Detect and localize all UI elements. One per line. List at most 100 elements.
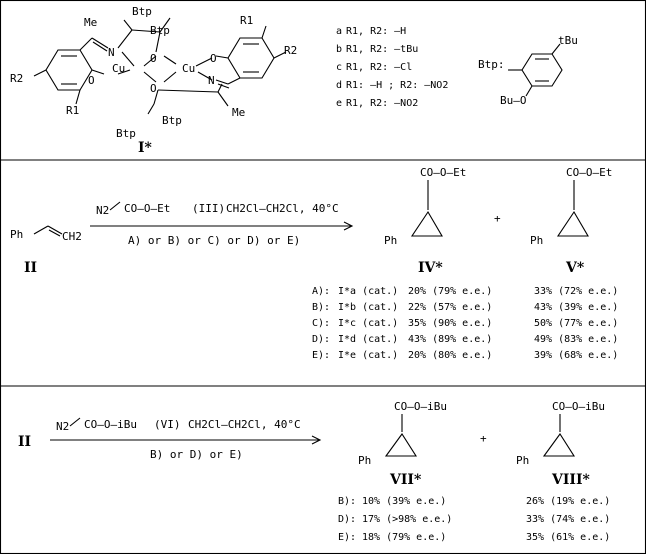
row-catalyst: I*d (cat.) <box>338 334 398 345</box>
btp-label: Btp <box>116 127 136 140</box>
cyclopropane-ring <box>556 210 589 237</box>
substrate-ch2: CH2 <box>62 230 82 243</box>
substituent-text: R1: —H ; R2: —NO2 <box>346 80 448 91</box>
btp-definition: Btp: tBu Bu—O <box>478 34 578 107</box>
row-yield-v: 33% (72% e.e.) <box>534 286 618 297</box>
substituent-key: a <box>336 26 342 37</box>
me-label: Me <box>232 106 245 119</box>
product-label-viii: VIII* <box>551 472 591 488</box>
product-label-v: V* <box>565 260 585 276</box>
results-table-1: A): I*a (cat.) 20% (79% e.e.) 33% (72% e… <box>312 286 618 361</box>
substrate-ph: Ph <box>10 228 23 241</box>
row-yield-iv: 20% (79% e.e.) <box>408 286 492 297</box>
substrate-label: II <box>24 260 37 276</box>
btp-label: Btp <box>162 114 182 127</box>
reaction-options: B) or D) or E) <box>150 448 243 461</box>
product-ph: Ph <box>530 234 543 247</box>
substituent-list: a R1, R2: —H b R1, R2: —tBu c R1, R2: —C… <box>336 26 448 109</box>
reaction-conditions: CH2Cl—CH2Cl, 40°C <box>226 202 339 215</box>
reagent-n2: N2 <box>96 204 109 217</box>
reagent-code: (VI) <box>154 418 181 431</box>
row-yield-v: 39% (68% e.e.) <box>534 350 618 361</box>
r2-left: R2 <box>10 72 23 85</box>
row-yield-viii: 26% (19% e.e.) <box>526 496 610 507</box>
substituent-text: R1, R2: —H <box>346 26 406 37</box>
product-ester: CO—O—iBu <box>552 400 605 413</box>
substituent-key: b <box>336 44 342 55</box>
substituent-key: e <box>336 98 342 109</box>
n-atom: N <box>108 46 115 59</box>
row-tag: D): <box>338 514 356 525</box>
btp-def-label: Btp: <box>478 58 505 71</box>
o-atom: O <box>150 52 157 65</box>
row-tag: B): <box>338 496 356 507</box>
row-yield-v: 50% (77% e.e.) <box>534 318 618 329</box>
catalyst-label: I* <box>138 140 153 156</box>
row-tag: B): <box>312 302 330 313</box>
r1-right: R1 <box>240 14 253 27</box>
row-yield-v: 49% (83% e.e.) <box>534 334 618 345</box>
catalyst-structure: Me Btp Btp Btp Btp Me Cu Cu N O O O O N … <box>10 5 297 156</box>
row-tag: D): <box>312 334 330 345</box>
reagent-code: (III) <box>192 202 225 215</box>
product-ph: Ph <box>358 454 371 467</box>
cyclopropane-ring <box>384 433 418 457</box>
product-ph: Ph <box>516 454 529 467</box>
product-label-vii: VII* <box>389 472 422 488</box>
row-yield-vii: 17% (>98% e.e.) <box>362 514 452 525</box>
row-catalyst: I*e (cat.) <box>338 350 398 361</box>
cu-label: Cu <box>112 62 125 75</box>
row-yield-viii: 33% (74% e.e.) <box>526 514 610 525</box>
results-table-2: B): 10% (39% e.e.) 26% (19% e.e.) D): 17… <box>338 496 610 543</box>
plus-sign: + <box>480 432 487 445</box>
btp-label: Btp <box>132 5 152 18</box>
row-tag: C): <box>312 318 330 329</box>
reagent-chain: CO—O—iBu <box>84 418 137 431</box>
row-yield-viii: 35% (61% e.e.) <box>526 532 610 543</box>
substituent-text: R1, R2: —tBu <box>346 44 418 55</box>
substrate-label: II <box>18 434 31 450</box>
row-yield-iv: 43% (89% e.e.) <box>408 334 492 345</box>
cyclopropane-ring <box>542 433 576 457</box>
reagent-n2: N2 <box>56 420 69 433</box>
cyclopropane-ring <box>410 210 443 237</box>
me-label: Me <box>84 16 97 29</box>
reaction-conditions: CH2Cl—CH2Cl, 40°C <box>188 418 301 431</box>
btp-alkoxy: Bu—O <box>500 94 527 107</box>
row-catalyst: I*a (cat.) <box>338 286 398 297</box>
substituent-text: R1, R2: —NO2 <box>346 98 418 109</box>
o-atom: O <box>150 82 157 95</box>
reaction-2: II N2 CO—O—iBu (VI) CH2Cl—CH2Cl, 40°C B)… <box>18 400 605 488</box>
row-yield-iv: 22% (57% e.e.) <box>408 302 492 313</box>
substituent-key: c <box>336 62 342 73</box>
r1-left: R1 <box>66 104 79 117</box>
reaction-options: A) or B) or C) or D) or E) <box>128 234 300 247</box>
row-yield-vii: 10% (39% e.e.) <box>362 496 446 507</box>
row-yield-iv: 35% (90% e.e.) <box>408 318 492 329</box>
o-atom: O <box>210 52 217 65</box>
row-tag: E): <box>338 532 356 543</box>
reaction-1: Ph CH2 II N2 CO—O—Et (III) CH2Cl—CH2Cl, … <box>10 166 612 276</box>
row-yield-v: 43% (39% e.e.) <box>534 302 618 313</box>
row-tag: A): <box>312 286 330 297</box>
reagent-chain: CO—O—Et <box>124 202 170 215</box>
substituent-key: d <box>336 80 342 91</box>
row-catalyst: I*c (cat.) <box>338 318 398 329</box>
product-ester: CO—O—iBu <box>394 400 447 413</box>
substituent-text: R1, R2: —Cl <box>346 62 412 73</box>
btp-tbu: tBu <box>558 34 578 47</box>
product-ester: CO—O—Et <box>566 166 612 179</box>
product-ph: Ph <box>384 234 397 247</box>
row-yield-vii: 18% (79% e.e.) <box>362 532 446 543</box>
product-label-iv: IV* <box>418 260 443 276</box>
row-catalyst: I*b (cat.) <box>338 302 398 313</box>
row-yield-iv: 20% (80% e.e.) <box>408 350 492 361</box>
cu-label: Cu <box>182 62 195 75</box>
plus-sign: + <box>494 212 501 225</box>
n-atom: N <box>208 74 215 87</box>
btp-label: Btp <box>150 24 170 37</box>
row-tag: E): <box>312 350 330 361</box>
